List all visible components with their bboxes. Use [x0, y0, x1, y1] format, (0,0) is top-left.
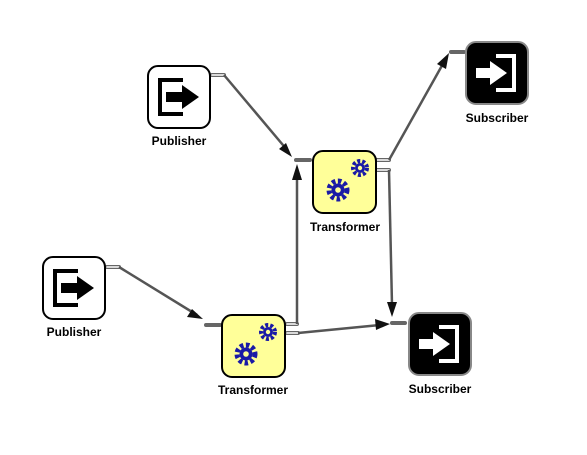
arrowhead	[187, 309, 203, 319]
node-label: Transformer	[218, 383, 288, 397]
node-publisher-2[interactable]: Publisher	[42, 256, 106, 339]
node-transformer-2[interactable]: Transformer	[218, 314, 288, 397]
arrowhead	[279, 143, 292, 157]
enter-arrow-icon	[419, 325, 459, 363]
arrowhead	[375, 319, 390, 330]
edge-publisher-2-to-transformer-2[interactable]	[105, 265, 222, 327]
edge-transformer-2-to-subscriber-2[interactable]	[285, 319, 407, 335]
node-label: Publisher	[47, 325, 102, 339]
edges	[105, 50, 466, 335]
enter-arrow-icon	[476, 54, 516, 92]
arrowhead	[387, 302, 397, 317]
arrowhead	[437, 53, 449, 69]
edge-publisher-1-to-transformer-1[interactable]	[210, 73, 312, 162]
edge-transformer-1-to-subscriber-2[interactable]	[375, 168, 397, 317]
node-label: Transformer	[310, 220, 380, 234]
node-subscriber-1[interactable]: Subscriber	[465, 41, 529, 125]
node-transformer-1[interactable]: Transformer	[310, 150, 380, 234]
arrowhead	[292, 164, 302, 180]
gears-icon	[234, 323, 277, 366]
node-subscriber-2[interactable]: Subscriber	[408, 312, 472, 396]
edge-transformer-1-to-subscriber-1[interactable]	[375, 50, 466, 162]
exit-arrow-icon	[53, 269, 94, 307]
gears-icon	[326, 159, 369, 202]
node-label: Publisher	[152, 134, 207, 148]
node-label: Subscriber	[409, 382, 472, 396]
edge-transformer-2-to-transformer-1[interactable]	[285, 164, 302, 326]
node-publisher-1[interactable]: Publisher	[147, 65, 211, 148]
node-label: Subscriber	[466, 111, 529, 125]
exit-arrow-icon	[158, 78, 199, 116]
